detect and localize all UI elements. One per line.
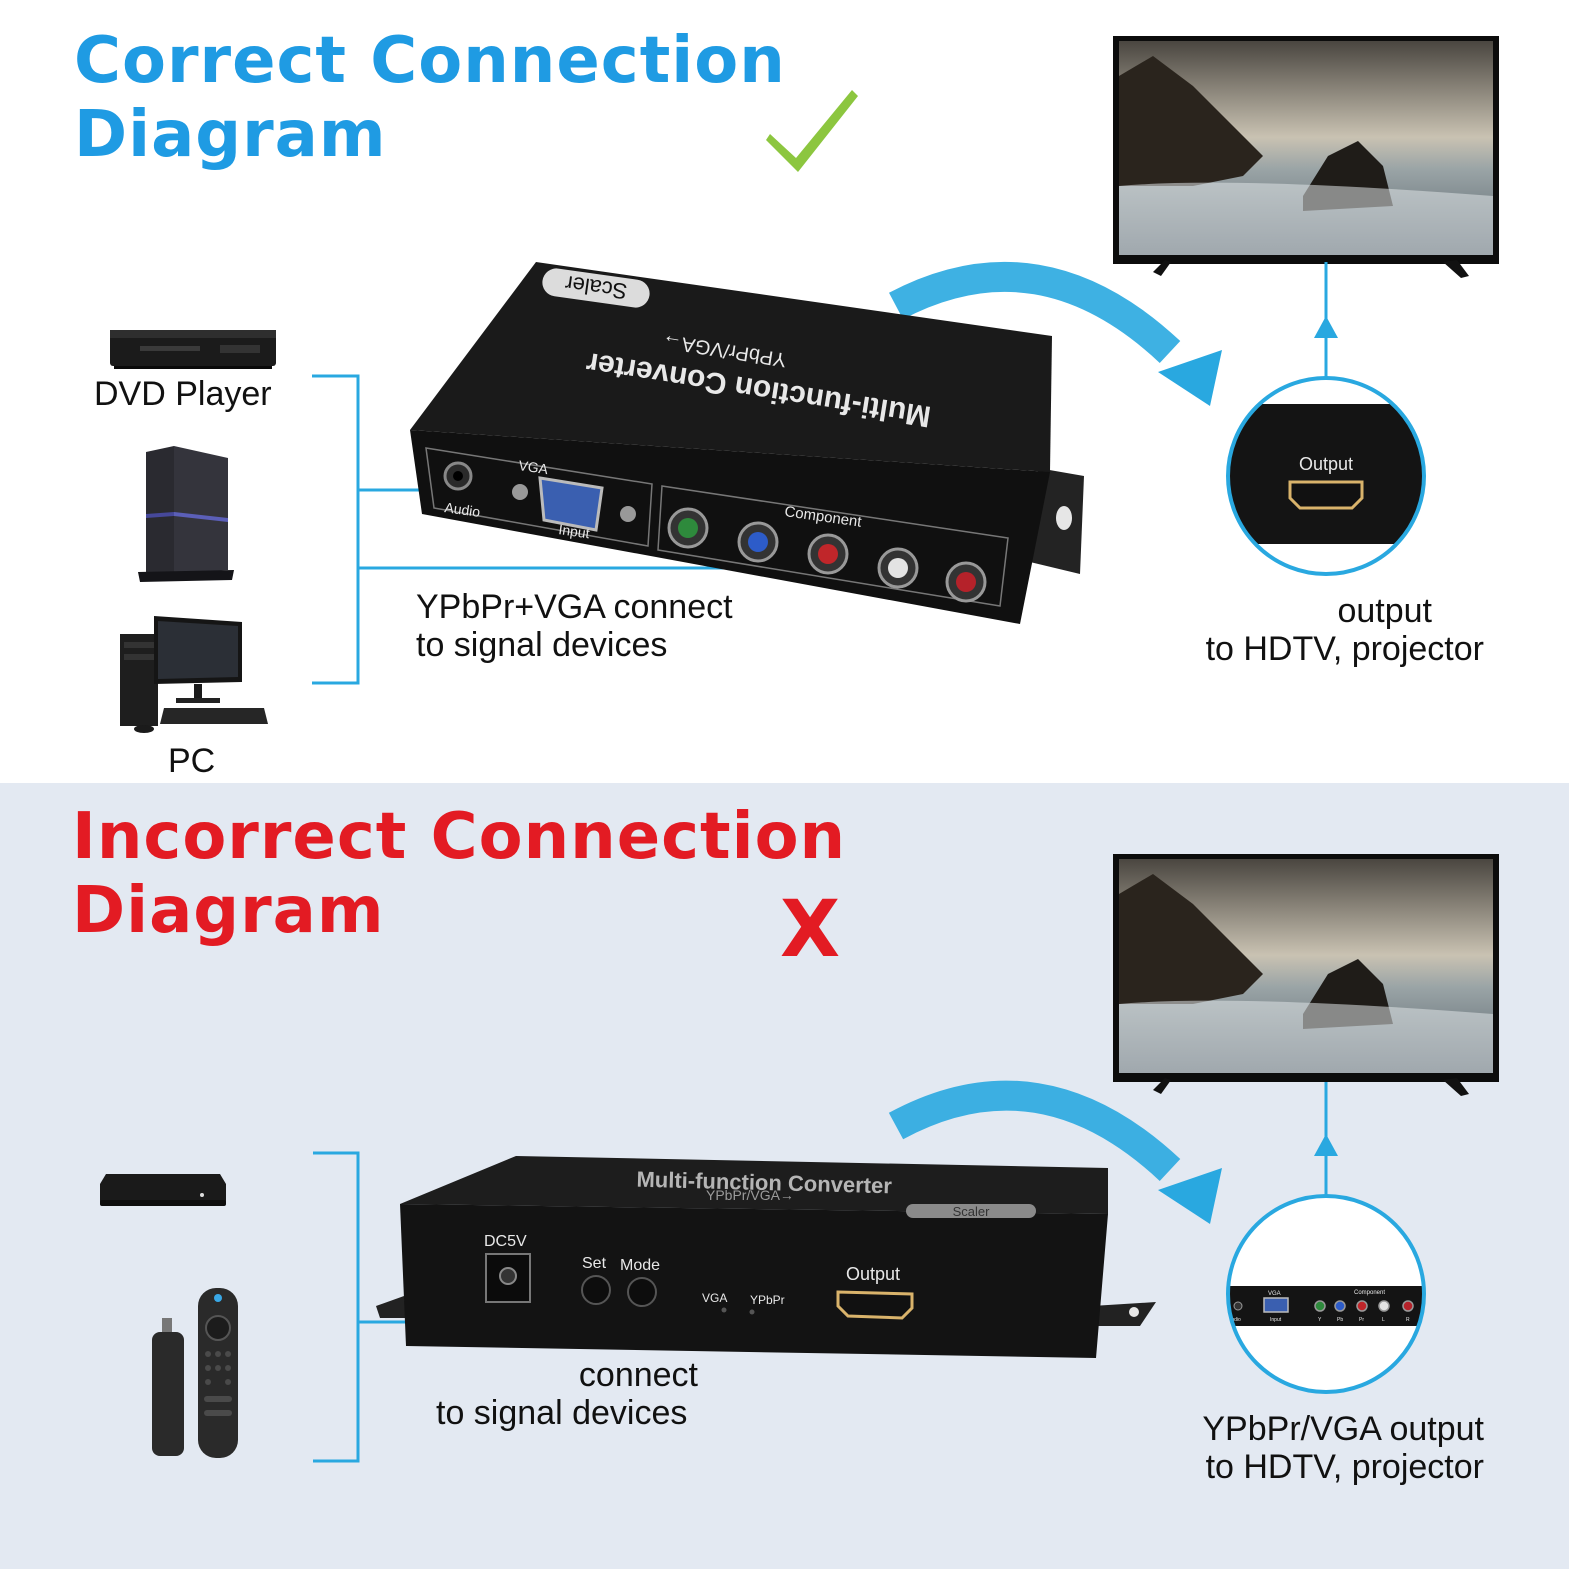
source-label-dvd: DVD Player — [94, 375, 272, 413]
input-note-incorrect-line1: connect — [578, 1356, 698, 1394]
port-label-audio: Audio — [444, 499, 482, 520]
converter-bottom: Multi-function Converter YPbPr/VGA→ Scal… — [376, 1156, 1156, 1358]
vga-led-label: VGA — [702, 1291, 727, 1305]
incorrect-title-line1: Incorrect Connection — [72, 800, 847, 874]
mode-button-label: Mode — [620, 1257, 660, 1274]
input-note-correct: YPbPr+VGA connect to signal devices — [416, 588, 733, 664]
input-note-correct-line2: to signal devices — [416, 626, 668, 664]
dvd-player-icon — [110, 330, 276, 369]
output-note-incorrect: YPbPr/VGA output to HDTV, projector — [1120, 1410, 1484, 1486]
port-label-vga: VGA — [518, 457, 550, 477]
zoom-vga-label: VGA — [1268, 1291, 1281, 1297]
zoom-input-panel: VGA Component Audio Input Y Pb Pr L R — [1226, 1194, 1426, 1394]
x-icon: X — [780, 885, 841, 975]
output-port-label: Output — [846, 1264, 900, 1284]
zoom-input-label: Input — [1270, 1317, 1282, 1323]
zoom-component-label: Component — [1354, 1290, 1385, 1296]
input-note-correct-line1: YPbPr+VGA connect — [416, 588, 733, 626]
zoom-audio-label: Audio — [1228, 1317, 1241, 1323]
streaming-box-icon — [100, 1174, 226, 1206]
tv-bottom — [1113, 854, 1499, 1096]
zoom-port-l: L — [1382, 1317, 1385, 1323]
ypbpr-led-label: YPbPr — [750, 1293, 785, 1307]
zoom-port-r: R — [1406, 1317, 1410, 1323]
output-note-correct: output to HDTV, projector — [1160, 592, 1484, 668]
zoom-output-label: Output — [1299, 454, 1353, 474]
output-note-correct-line2: to HDTV, projector — [1205, 630, 1484, 668]
input-note-incorrect: connect to signal devices — [436, 1356, 698, 1432]
incorrect-title: Incorrect Connection Diagram — [72, 800, 846, 948]
zoom-port-pb: Pb — [1337, 1317, 1343, 1323]
zoom-port-pr: Pr — [1359, 1317, 1364, 1323]
correct-title-line2: Diagram — [74, 98, 387, 172]
game-console-icon — [138, 446, 234, 582]
output-note-incorrect-line1: YPbPr/VGA output — [1202, 1410, 1484, 1448]
power-label: DC5V — [484, 1233, 527, 1250]
streaming-stick-icon — [152, 1288, 238, 1458]
converter-top: Scaler Multi-function Converter YPbPr/VG… — [410, 262, 1084, 624]
tv-top — [1113, 36, 1499, 278]
converter-bottom-subtitle: YPbPr/VGA→ — [706, 1187, 794, 1203]
output-note-incorrect-line2: to HDTV, projector — [1205, 1448, 1484, 1486]
zoom-output-hdmi: Output — [1226, 376, 1426, 576]
output-note-correct-line1: output — [1337, 592, 1432, 630]
source-label-pc: PC — [168, 742, 216, 780]
zoom-port-y: Y — [1318, 1317, 1322, 1323]
input-note-incorrect-line2: to signal devices — [436, 1394, 688, 1432]
set-button-label: Set — [582, 1255, 607, 1272]
incorrect-title-line2: Diagram — [72, 874, 385, 948]
converter-bottom-badge: Scaler — [953, 1204, 991, 1219]
pc-icon — [120, 616, 268, 733]
correct-title-line1: Correct Connection — [74, 24, 786, 98]
port-label-input: Input — [558, 521, 591, 541]
check-icon — [766, 90, 858, 172]
correct-title: Correct Connection Diagram — [74, 24, 786, 172]
